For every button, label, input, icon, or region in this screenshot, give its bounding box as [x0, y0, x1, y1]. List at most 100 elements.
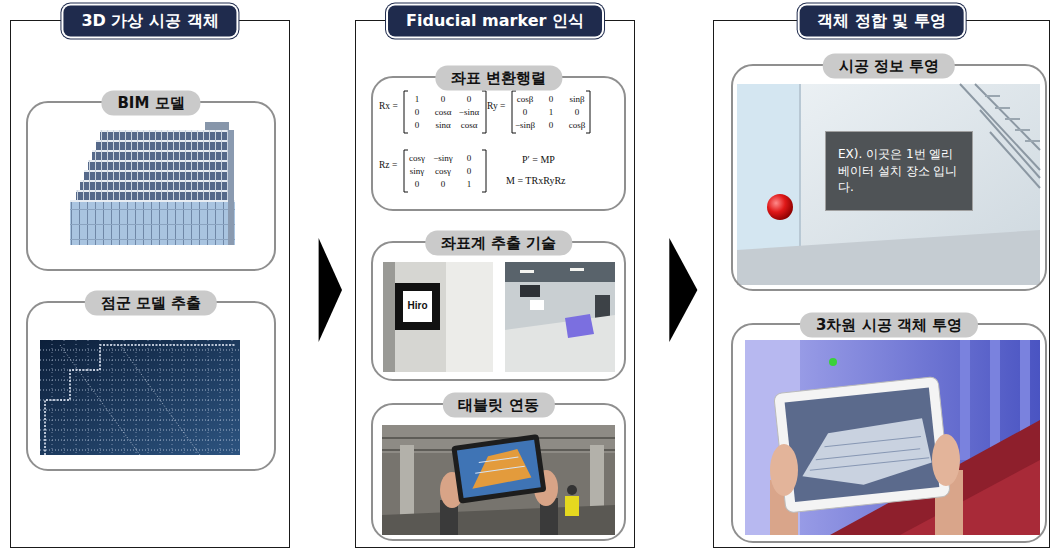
- point-cloud-image: [52, 340, 232, 455]
- matrix-cell: 1: [456, 178, 482, 191]
- room-photo: [570, 268, 584, 271]
- matrix-cell: 0: [512, 106, 538, 119]
- tablet-projection-image: [745, 340, 1040, 535]
- matrix-bracket: [404, 91, 590, 192]
- site-photo: [567, 485, 577, 495]
- matrix-cell: −sinγ: [430, 152, 456, 165]
- tablet-projection-image: [745, 340, 1040, 535]
- marker-photo: [403, 291, 432, 322]
- matrix-bracket: [404, 91, 408, 133]
- matrix-cell: 0: [456, 152, 482, 165]
- bim-building: [228, 130, 234, 245]
- matrix-symbol: Ry =: [487, 100, 505, 113]
- matrix-cell: cosγ: [430, 165, 456, 178]
- matrix-cell: sinβ: [564, 93, 590, 106]
- matrix-cell: cosβ: [512, 93, 538, 106]
- tablet-projection-image: [829, 358, 837, 366]
- bim-building: [84, 170, 232, 180]
- matrix-cell: 0: [538, 119, 564, 132]
- site-photo: [451, 434, 546, 504]
- flow-arrow: [669, 238, 697, 342]
- site-photo: [457, 440, 541, 498]
- equation: P′ = MP: [522, 153, 555, 166]
- info-screenshot: [737, 84, 1040, 285]
- matrix-cell: cosα: [430, 106, 456, 119]
- content-box: BIM 모델: [26, 101, 276, 271]
- room-photo: [505, 262, 615, 282]
- callout-text: EX). 이곳은 1번 엘리베이터 설치 장소 입니다.: [838, 146, 960, 196]
- matrix-cell: cosα: [456, 119, 482, 132]
- bim-building: [100, 130, 232, 140]
- point-cloud-image: [40, 340, 240, 455]
- info-screenshot: [767, 194, 793, 220]
- box-title: 태블릿 연동: [442, 393, 554, 418]
- matrix-cell: cosγ: [404, 152, 430, 165]
- matrix-cell: 1: [404, 93, 430, 106]
- tablet-projection-image: [785, 387, 940, 502]
- stage-panel: Fiducial marker 인식좌표 변환행렬좌표계 추출 기술태블릿 연동: [355, 20, 635, 548]
- room-photo: [565, 314, 594, 338]
- bim-building: [205, 122, 229, 130]
- tablet-projection-image: [932, 434, 960, 486]
- room-photo: [520, 270, 534, 273]
- panel-title: 3D 가상 시공 객체: [63, 6, 236, 37]
- site-photo: [382, 505, 615, 535]
- bim-building: [96, 140, 232, 150]
- tablet-projection-image: [798, 418, 934, 491]
- matrix-cell: 1: [538, 106, 564, 119]
- marker-photo: [383, 262, 493, 372]
- room-photo: [505, 315, 615, 372]
- room-photo: [520, 285, 540, 297]
- box-title: 좌표계 추출 기술: [425, 231, 572, 256]
- matrix-cell: sinγ: [404, 165, 430, 178]
- matrix-symbol: Rx =: [379, 100, 398, 113]
- stage-panel: 객체 정합 및 투영시공 정보 투영EX). 이곳은 1번 엘리베이터 설치 장…: [713, 20, 1050, 548]
- site-photo: [468, 448, 532, 489]
- tablet-projection-image: [1020, 340, 1030, 440]
- panel-title: 객체 정합 및 투영: [799, 6, 964, 37]
- bim-building: [80, 180, 232, 190]
- matrix-bracket: [482, 150, 486, 192]
- box-title: 시공 정보 투영: [823, 54, 955, 79]
- info-screenshot: [737, 230, 1040, 285]
- site-photo: [400, 445, 414, 520]
- site-photo: [474, 456, 525, 473]
- marker-text: Hiro: [403, 299, 432, 312]
- marker-photo: [395, 283, 440, 330]
- point-cloud-image: [40, 340, 240, 455]
- tablet-projection-image: [774, 376, 951, 513]
- tablet-projection-image: [960, 340, 970, 460]
- content-box: 태블릿 연동: [371, 403, 626, 541]
- bim-building: [70, 200, 235, 202]
- bim-building: [92, 150, 232, 160]
- matrix-cell: 0: [456, 165, 482, 178]
- box-title: BIM 모델: [101, 91, 200, 116]
- matrix-cell: 0: [404, 106, 430, 119]
- matrix-bracket: [482, 91, 486, 133]
- box-title: 3차원 시공 객체 투영: [800, 313, 978, 338]
- marker-photo: [383, 262, 395, 372]
- content-box: 좌표 변환행렬: [371, 76, 626, 211]
- marker-photo: [446, 262, 493, 372]
- matrix-cell: −sinα: [456, 106, 482, 119]
- matrix-symbol: Rz =: [379, 159, 397, 172]
- bim-building: [70, 122, 235, 245]
- matrix-bracket: [404, 150, 408, 192]
- room-photo: [505, 262, 615, 372]
- equation: M = TRxRyRz: [506, 174, 566, 187]
- content-box: 시공 정보 투영EX). 이곳은 1번 엘리베이터 설치 장소 입니다.: [731, 64, 1047, 291]
- box-title: 점군 모델 추출: [85, 291, 217, 316]
- matrix-cell: 0: [430, 178, 456, 191]
- site-photo: [565, 496, 579, 516]
- matrix-cell: −sinβ: [512, 119, 538, 132]
- point-cloud-image: [40, 350, 240, 450]
- panel-title: Fiducial marker 인식: [388, 6, 602, 37]
- box-title: 좌표 변환행렬: [435, 66, 562, 91]
- tablet-projection-image: [774, 376, 951, 513]
- matrix-cell: 0: [538, 93, 564, 106]
- matrix-cell: cosβ: [564, 119, 590, 132]
- content-box: 점군 모델 추출: [26, 301, 276, 471]
- matrix-cell: 0: [404, 178, 430, 191]
- matrix-bracket: [586, 91, 590, 133]
- flow-arrow: [319, 238, 342, 342]
